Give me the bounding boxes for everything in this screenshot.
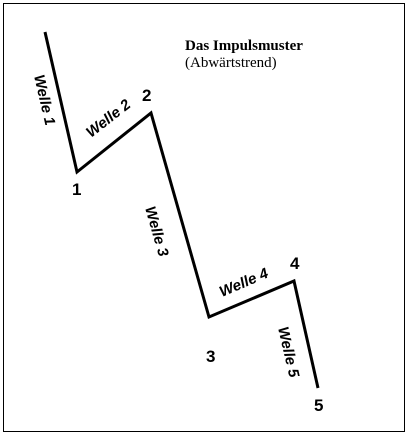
point-label-1: 1 <box>72 180 81 199</box>
point-label-3: 3 <box>206 347 215 366</box>
impulse-wave-line <box>43 31 320 389</box>
wave-label-5: Welle 5 <box>274 325 302 380</box>
diagram-frame <box>3 3 405 432</box>
wave-label-2: Welle 2 <box>83 96 135 141</box>
wave-label-3: Welle 3 <box>141 204 172 259</box>
wave-label-1: Welle 1 <box>30 73 58 127</box>
diagram-subtitle: (Abwärtstrend) <box>185 55 277 71</box>
point-label-4: 4 <box>290 254 300 273</box>
point-label-2: 2 <box>142 86 151 105</box>
point-label-5: 5 <box>314 396 323 415</box>
diagram-title: Das Impulsmuster <box>185 38 303 54</box>
